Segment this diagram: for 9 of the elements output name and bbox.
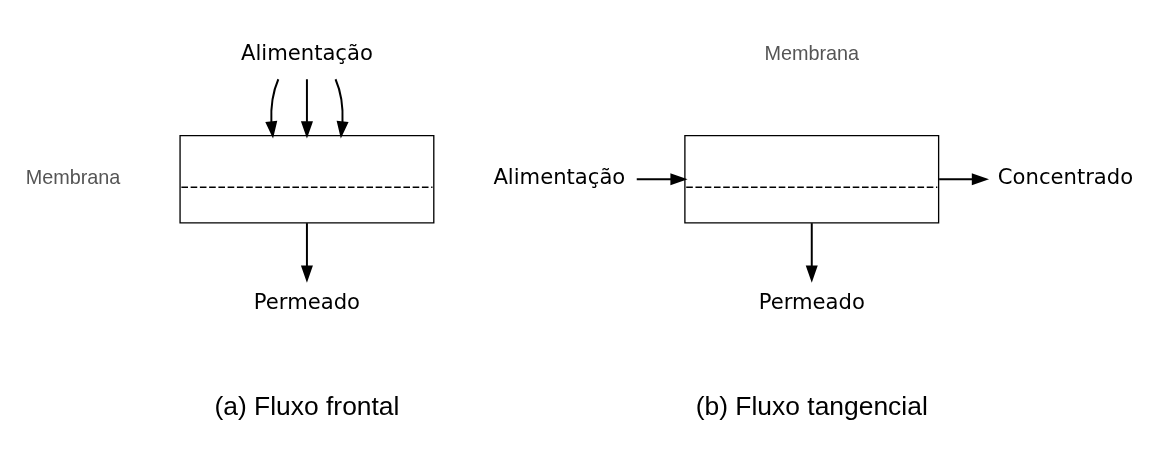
- label: (a) Fluxo frontal: [214, 390, 400, 421]
- node-label: Membrana: [764, 41, 860, 64]
- node-text: Permeado: [253, 288, 361, 314]
- node-text: Permeado: [758, 288, 865, 314]
- label: (b) Fluxo tangencial: [695, 390, 928, 421]
- node-label: Membrana: [25, 165, 121, 188]
- node-text: Alimentação: [493, 163, 626, 189]
- node-text: Alimentação: [240, 39, 373, 65]
- node-text: Concentrado: [997, 163, 1134, 189]
